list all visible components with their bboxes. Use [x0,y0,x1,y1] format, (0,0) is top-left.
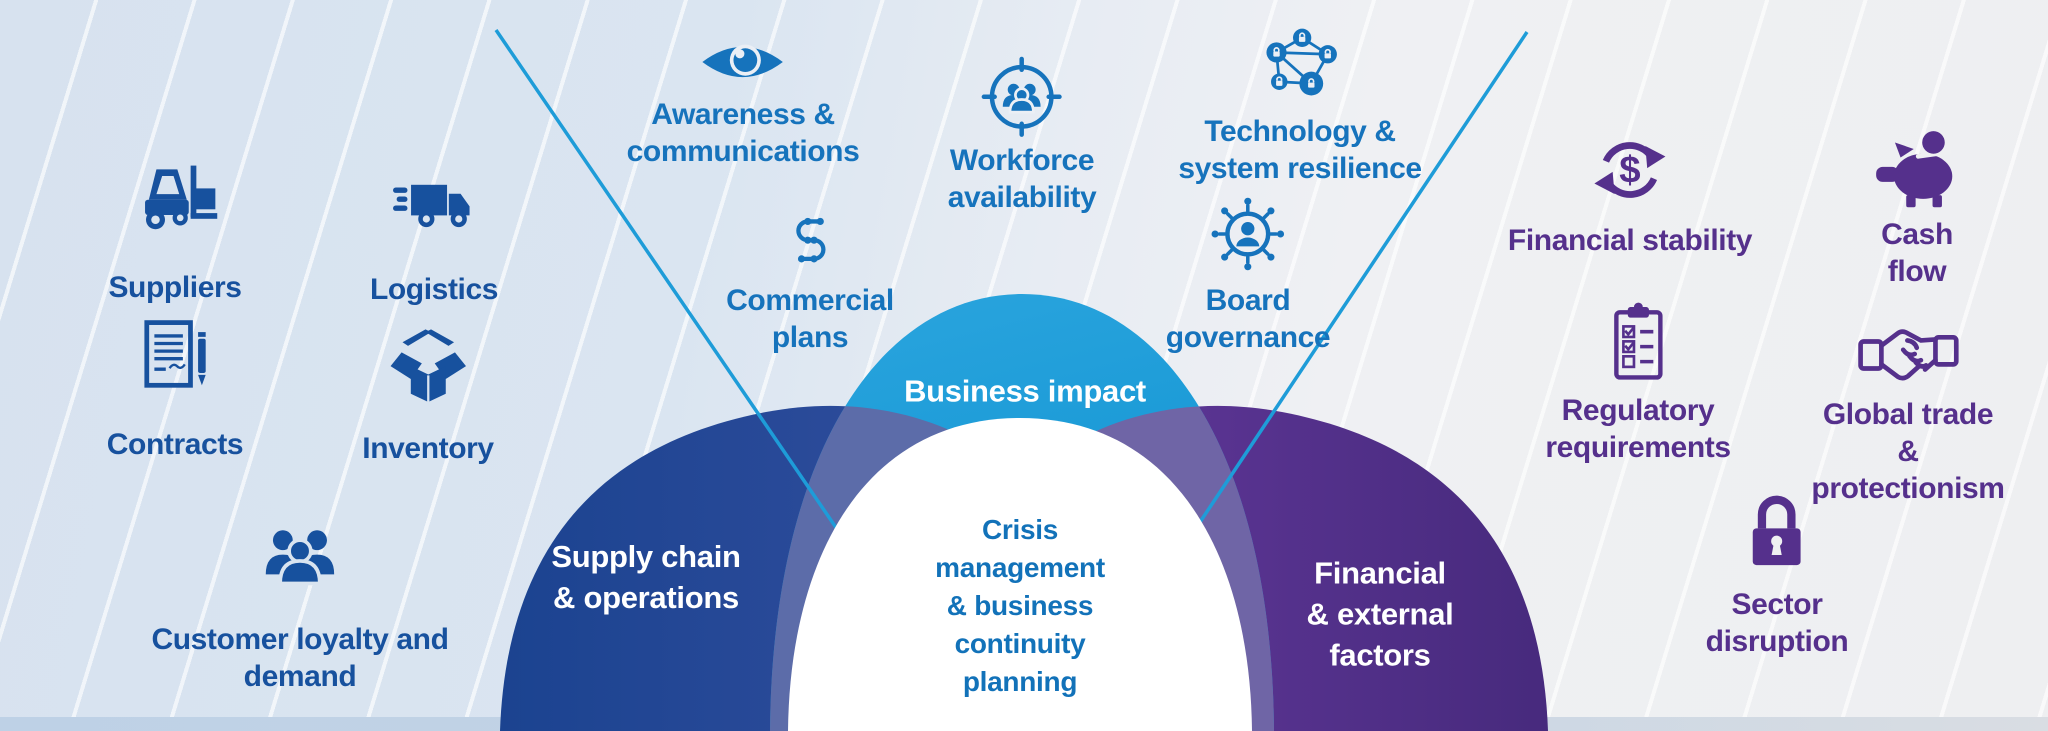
financial-external-label: Financial & external factors [1306,555,1454,673]
business-impact-label: Business impact [904,373,1146,409]
piggy-bank-icon [1875,131,1952,208]
padlock-icon [1753,495,1801,566]
secure-network-icon [1266,28,1337,96]
technology-label: Technology & system resilience [1178,115,1422,185]
item-financial-stability: $ Financial stability [1508,122,1752,259]
people-group-icon [265,530,335,586]
item-logistics: Logistics [370,165,498,308]
financial-stability-label: Financial stability [1507,224,1753,257]
item-customer-loyalty: Customer loyalty and demand [151,515,449,695]
item-global-trade: Global trade & protectionism [1811,318,2005,507]
item-technology: Technology & system resilience [1178,25,1422,187]
contracts-label: Contracts [106,428,244,461]
item-inventory: Inventory [362,322,494,467]
cash-flow-label: Cash flow [1881,218,1953,288]
governance-hub-icon [1211,197,1285,271]
item-contracts: Contracts [106,315,244,463]
svg-text:$: $ [1619,148,1640,191]
workforce-target-icon [981,56,1063,137]
commercial-plans-label: Commercial plans [726,284,894,354]
item-cash-flow: Cash flow [1852,118,1983,290]
item-regulatory: Regulatory requirements [1545,300,1731,466]
handshake-icon [1857,329,1959,381]
contract-icon [144,320,206,388]
regulatory-label: Regulatory requirements [1545,394,1731,464]
flow-plan-icon [796,217,826,263]
item-sector-disruption: Sector disruption [1706,482,1849,660]
item-commercial-plans: Commercial plans [726,205,894,356]
board-governance-label: Board governance [1165,284,1331,354]
global-trade-label: Global trade & protectionism [1811,398,2005,505]
sector-disruption-label: Sector disruption [1705,588,1849,658]
forklift-icon [144,165,217,230]
crisis-management-label: Crisis management & business continuity … [935,514,1105,697]
customer-loyalty-label: Customer loyalty and demand [151,623,449,693]
item-board-governance: Board governance [1165,188,1331,356]
suppliers-label: Suppliers [108,271,242,304]
workforce-label: Workforce availability [947,144,1097,214]
truck-icon [392,184,470,228]
funnel-line-right [1146,31,1529,601]
center-circle [788,418,1252,731]
item-workforce: Workforce availability [948,50,1097,216]
checklist-clipboard-icon [1613,302,1663,380]
awareness-label: Awareness & communications [626,98,860,168]
dollar-cycle-icon: $ [1594,142,1666,198]
item-suppliers: Suppliers [108,158,242,306]
logistics-label: Logistics [369,273,499,306]
inventory-label: Inventory [362,432,494,465]
item-awareness: Awareness & communications [627,30,860,170]
supply-chain-label: Supply chain & operations [551,539,741,615]
open-box-icon [390,329,466,403]
eye-icon [702,44,784,78]
